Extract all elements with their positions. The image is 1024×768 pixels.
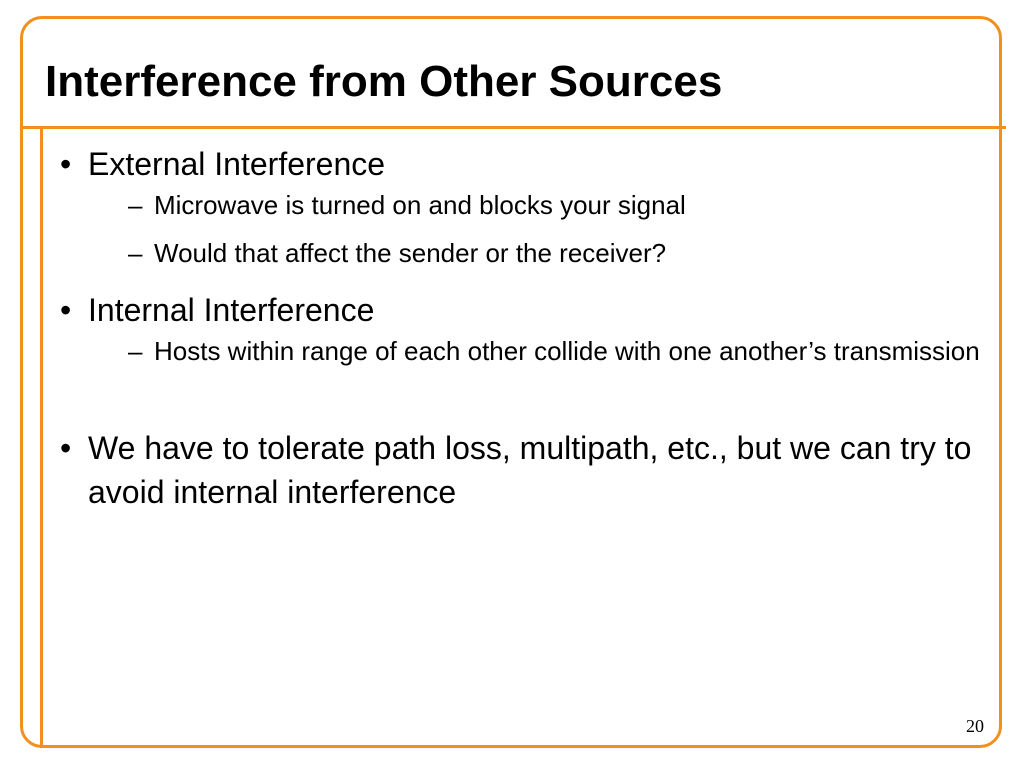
bullet-external-interference: • External Interference – Microwave is t…: [60, 144, 980, 270]
sub-bullet-text: Would that affect the sender or the rece…: [154, 238, 667, 268]
sub-bullet-microwave: – Microwave is turned on and blocks your…: [128, 188, 980, 222]
bullet-marker: •: [60, 292, 72, 328]
slide-frame: [20, 16, 1002, 748]
sub-bullet-text: Microwave is turned on and blocks your s…: [154, 190, 686, 220]
title-divider: [20, 126, 1006, 129]
sub-bullet-list: – Hosts within range of each other colli…: [88, 334, 980, 368]
sub-bullet-hosts-collide: – Hosts within range of each other colli…: [128, 334, 980, 368]
bullet-text: External Interference: [88, 146, 386, 182]
page-number: 20: [966, 716, 984, 736]
dash-marker: –: [128, 238, 143, 268]
sub-bullet-sender-receiver: – Would that affect the sender or the re…: [128, 236, 980, 270]
sub-bullet-list: – Microwave is turned on and blocks your…: [88, 188, 980, 270]
bullet-tolerate-path-loss: • We have to tolerate path loss, multipa…: [60, 426, 980, 514]
bullet-text: We have to tolerate path loss, multipath…: [88, 430, 972, 510]
dash-marker: –: [128, 190, 143, 220]
bullet-text: Internal Interference: [88, 292, 375, 328]
sub-bullet-text: Hosts within range of each other collide…: [154, 336, 980, 366]
bullet-marker: •: [60, 430, 72, 466]
left-accent-rule: [40, 126, 43, 748]
bullet-internal-interference: • Internal Interference – Hosts within r…: [60, 290, 980, 368]
dash-marker: –: [128, 336, 143, 366]
bullet-marker: •: [60, 146, 72, 182]
slide-title: Interference from Other Sources: [45, 57, 723, 106]
bullet-list: • External Interference – Microwave is t…: [60, 144, 980, 514]
